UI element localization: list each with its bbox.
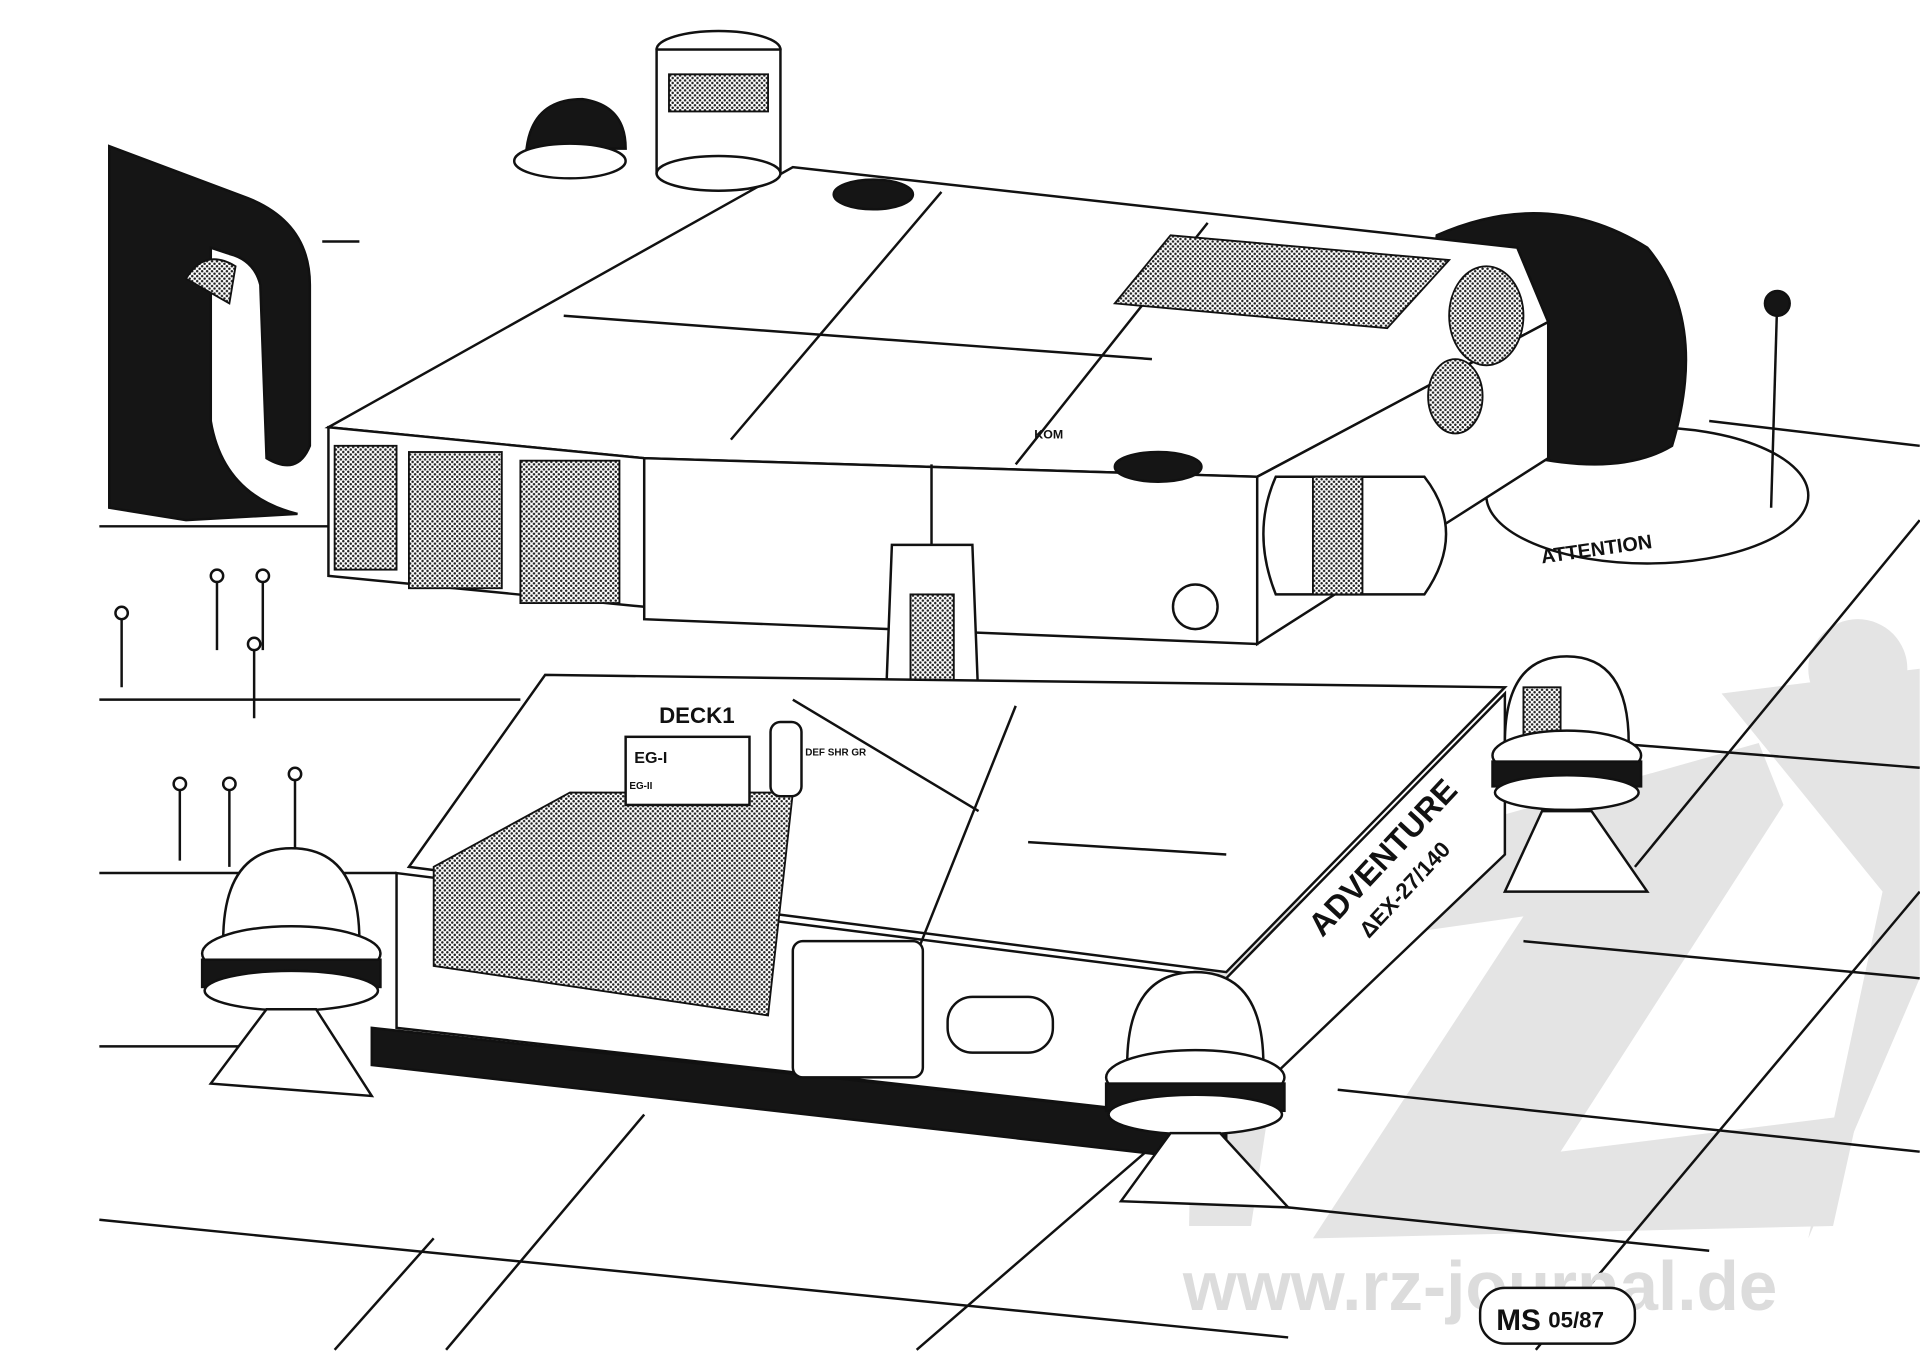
central-spire [884, 464, 980, 708]
console-label-2: EG-II [629, 781, 652, 792]
door-sign: DEF SHR GR [805, 747, 866, 758]
deck-label: DECK1 [659, 703, 735, 728]
signature-date: 05/87 [1548, 1308, 1604, 1333]
signature-initials: MS [1496, 1304, 1541, 1337]
kom-label: KOM [1034, 427, 1063, 441]
artist-signature: MS 05/87 [1478, 1286, 1637, 1345]
lower-deck: DECK1 EG-I EG-II DEF SHR GR ADVENTURE ΔE… [370, 673, 1508, 1160]
landing-pod-front [1104, 970, 1292, 1209]
roof-tower [512, 29, 782, 192]
arch-gateway [108, 144, 312, 522]
floor-grid [99, 240, 1920, 1351]
landing-pod-right [1491, 655, 1650, 893]
console-label-1: EG-I [634, 749, 667, 767]
crew-figures [114, 568, 303, 867]
landing-pod-left [200, 847, 382, 1098]
